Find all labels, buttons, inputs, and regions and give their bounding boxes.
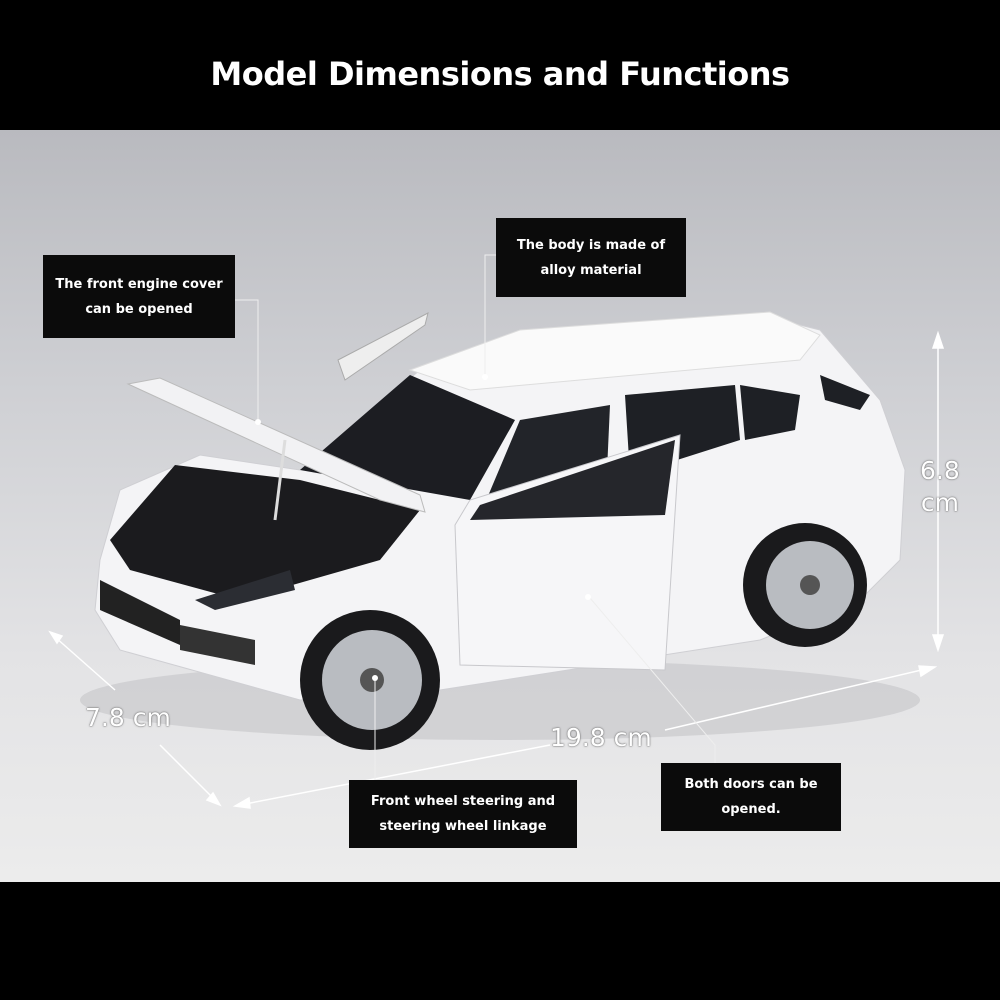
car-illustration: [48, 254, 945, 809]
callout-text: The front engine cover: [55, 276, 223, 292]
callout-doors: Both doors can be opened.: [661, 763, 841, 831]
width-dimension: 7.8 cm: [85, 703, 171, 732]
header-band: Model Dimensions and Functions: [0, 0, 1000, 130]
callout-text: can be opened: [85, 301, 193, 317]
callout-body-material: The body is made of alloy material: [496, 218, 686, 297]
callout-text: Both doors can be: [684, 777, 818, 792]
height-value: 6.8: [920, 456, 960, 485]
height-unit: cm: [920, 488, 959, 517]
callout-engine-cover: The front engine cover can be opened: [43, 255, 235, 338]
callout-text: steering wheel linkage: [379, 819, 547, 834]
length-dimension: 19.8 cm: [550, 723, 652, 752]
callout-text: The body is made of: [516, 237, 666, 253]
callout-text: Front wheel steering and: [370, 794, 556, 809]
rear-wheel: [743, 523, 867, 647]
callout-text: alloy material: [540, 262, 642, 278]
height-dimension: 6.8 cm: [920, 455, 960, 519]
footer-band: [0, 882, 1000, 1000]
front-wheel: [300, 610, 440, 750]
callout-text: opened.: [721, 802, 781, 817]
page-title: Model Dimensions and Functions: [210, 55, 790, 93]
callout-wheel-steering: Front wheel steering and steering wheel …: [349, 780, 577, 848]
